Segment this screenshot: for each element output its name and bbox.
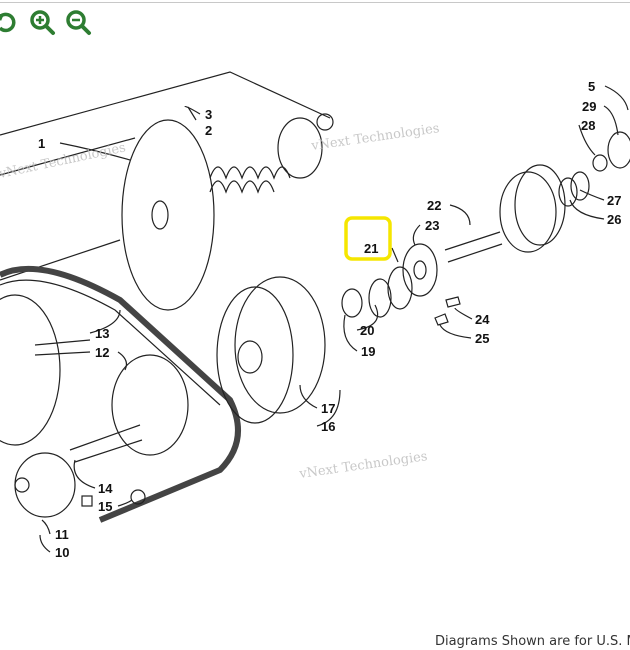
callout-14[interactable]: 14 <box>98 481 113 496</box>
callout-28[interactable]: 28 <box>581 118 595 133</box>
callout-19[interactable]: 19 <box>361 344 375 359</box>
callout-23[interactable]: 23 <box>425 218 439 233</box>
callout-27[interactable]: 27 <box>607 193 621 208</box>
watermarks: vNext Technologies vNext Technologies vN… <box>0 121 440 482</box>
callout-26[interactable]: 26 <box>607 212 621 227</box>
watermark: vNext Technologies <box>297 449 428 482</box>
callout-21[interactable]: 21 <box>364 241 378 256</box>
callout-25[interactable]: 25 <box>475 331 489 346</box>
watermark: vNext Technologies <box>309 121 440 154</box>
callout-12[interactable]: 12 <box>95 345 109 360</box>
callout-2[interactable]: 2 <box>205 123 212 138</box>
callout-16[interactable]: 16 <box>321 419 335 434</box>
callout-1[interactable]: 1 <box>38 136 45 151</box>
diagram-drawing <box>0 71 630 553</box>
callout-labels: 1 2 3 5 29 28 27 26 22 23 21 24 25 20 19… <box>38 79 621 560</box>
callout-29[interactable]: 29 <box>582 99 596 114</box>
reset-icon[interactable] <box>0 8 20 36</box>
diagram-toolbar <box>0 8 92 38</box>
callout-10[interactable]: 10 <box>55 545 69 560</box>
callout-15[interactable]: 15 <box>98 499 112 514</box>
top-divider <box>0 2 630 3</box>
callout-24[interactable]: 24 <box>475 312 490 327</box>
selected-part-highlight <box>344 216 392 261</box>
zoom-out-icon[interactable] <box>64 8 92 36</box>
callout-11[interactable]: 11 <box>55 527 69 542</box>
callout-17[interactable]: 17 <box>321 401 335 416</box>
callout-22[interactable]: 22 <box>427 198 441 213</box>
callout-13[interactable]: 13 <box>95 326 109 341</box>
zoom-in-icon[interactable] <box>28 8 56 36</box>
watermark: vNext Technologies <box>0 140 127 182</box>
callout-5[interactable]: 5 <box>588 79 595 94</box>
parts-diagram[interactable]: vNext Technologies vNext Technologies vN… <box>0 40 630 630</box>
callout-20[interactable]: 20 <box>360 323 374 338</box>
callout-3[interactable]: 3 <box>205 107 212 122</box>
diagram-footer-note: Diagrams Shown are for U.S. Mod <box>435 634 630 649</box>
